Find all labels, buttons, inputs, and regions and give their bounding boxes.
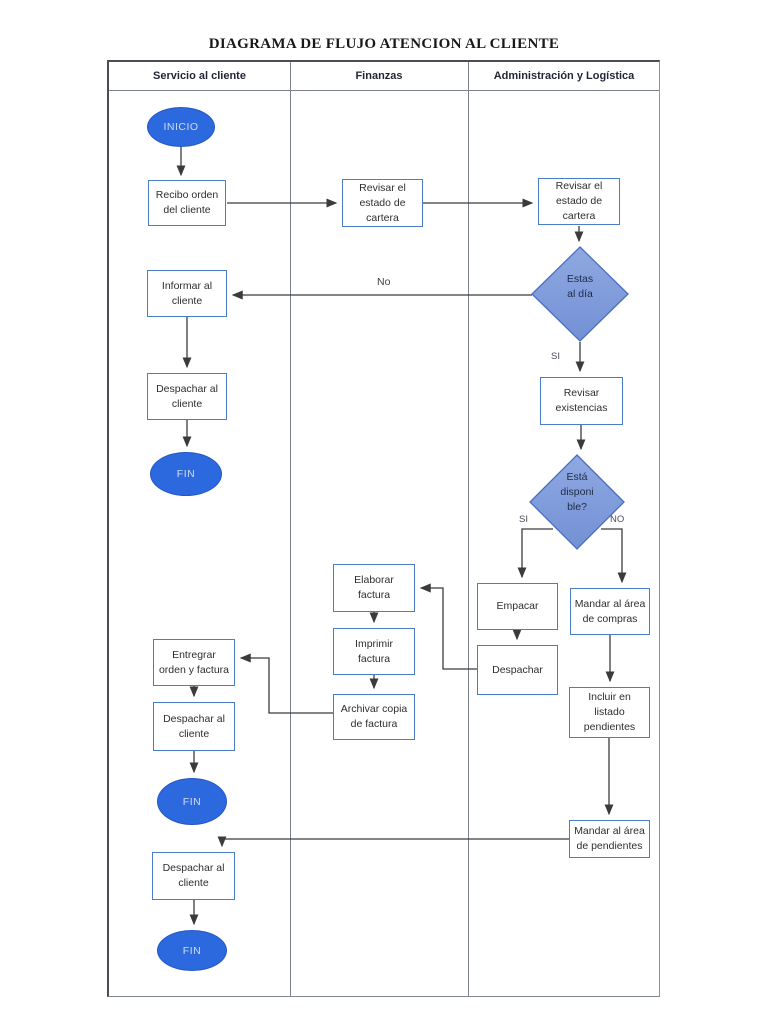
node-revisar-cartera-finanzas: Revisar el estado de cartera <box>342 179 423 227</box>
node-recibo-orden: Recibo orden del cliente <box>148 180 226 226</box>
node-despachar-cliente-1: Despachar al cliente <box>147 373 227 420</box>
node-despachar-cliente-2: Despachar al cliente <box>153 702 235 751</box>
node-elaborar-factura: Elaborar factura <box>333 564 415 612</box>
node-revisar-existencias: Revisar existencias <box>540 377 623 425</box>
edge-label-no-disponible: NO <box>610 514 625 525</box>
node-incluir-listado: Incluir en listado pendientes <box>569 687 650 738</box>
decision-label-esta-disponible: Está disponi ble? <box>560 471 594 513</box>
lane-divider-2 <box>468 62 469 996</box>
node-despachar: Despachar <box>477 645 558 695</box>
node-fin-2: FIN <box>157 778 227 825</box>
decision-label-estas-al-dia: Estas al día <box>566 273 594 300</box>
node-mandar-area-compras: Mandar al área de compras <box>570 588 650 635</box>
page-title: DIAGRAMA DE FLUJO ATENCION AL CLIENTE <box>208 36 560 52</box>
node-entregrar-orden: Entregrar orden y factura <box>153 639 235 686</box>
lane-divider-1 <box>290 62 291 996</box>
node-fin-3: FIN <box>157 930 227 971</box>
node-informar-cliente: Informar al cliente <box>147 270 227 317</box>
node-fin-1: FIN <box>150 452 222 496</box>
node-imprimir-factura: Imprimir factura <box>333 628 415 675</box>
node-revisar-cartera-admin: Revisar el estado de cartera <box>538 178 620 225</box>
edge-label-si: SI <box>551 351 560 362</box>
node-archivar-copia: Archivar copia de factura <box>333 694 415 740</box>
edge-label-si-disponible: SI <box>519 514 528 525</box>
lane-header-finanzas: Finanzas <box>355 70 403 82</box>
node-despachar-cliente-3: Despachar al cliente <box>152 852 235 900</box>
edge-label-no: No <box>377 276 391 288</box>
lane-header-admin: Administración y Logística <box>493 70 635 82</box>
swimlane-table: Servicio al cliente Finanzas Administrac… <box>107 60 660 997</box>
node-inicio: INICIO <box>147 107 215 147</box>
node-empacar: Empacar <box>477 583 558 630</box>
lane-header-servicio: Servicio al cliente <box>153 70 246 82</box>
node-mandar-area-pendientes: Mandar al área de pendientes <box>569 820 650 858</box>
header-separator <box>109 90 659 91</box>
